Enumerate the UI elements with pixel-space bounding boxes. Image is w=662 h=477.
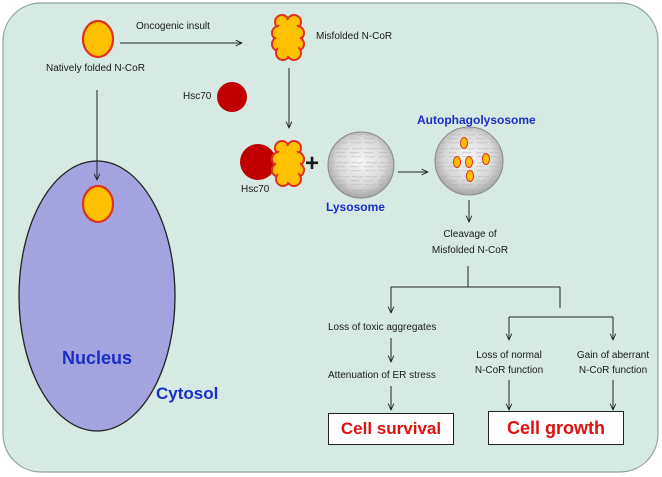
ncor-fragment — [460, 137, 468, 149]
cell-survival-label: Cell survival — [340, 419, 442, 438]
hsc70-single — [217, 82, 247, 112]
branch-tree — [391, 266, 613, 410]
misfolded-ncor-top — [271, 14, 305, 61]
autophagolysosome — [434, 126, 504, 196]
hsc70-complex — [240, 144, 276, 180]
cleavage-label-line2: Misfolded N-CoR — [431, 245, 509, 256]
misfolded-ncor-label: Misfolded N-CoR — [316, 31, 393, 42]
hsc70-complex-label: Hsc70 — [241, 184, 270, 195]
cytosol-label: Cytosol — [156, 384, 219, 403]
lysosome — [327, 131, 395, 199]
ncor-fragment — [466, 170, 474, 182]
loss-normal-label-line2: N-CoR function — [474, 365, 544, 376]
misfolded-ncor-complex — [271, 140, 305, 187]
ncor-fragment — [453, 156, 461, 168]
cell-growth-label: Cell growth — [507, 417, 605, 438]
ncor-fragment — [482, 153, 490, 165]
lysosome-label: Lysosome — [326, 200, 385, 214]
native-ncor-top — [81, 19, 115, 59]
cleavage-label-line1: Cleavage of — [443, 229, 497, 240]
cell-survival-box: Cell survival — [328, 413, 454, 445]
autophagolysosome-label: Autophagolysosome — [417, 113, 536, 127]
attenuation-label: Attenuation of ER stress — [328, 370, 436, 381]
nucleus-label: Nucleus — [62, 348, 133, 368]
loss-toxic-label: Loss of toxic aggregates — [328, 322, 437, 333]
cell-growth-box: Cell growth — [488, 411, 624, 445]
oncogenic-insult-label: Oncogenic insult — [136, 21, 210, 32]
ncor-fragment — [465, 156, 473, 168]
loss-normal-label-line1: Loss of normal — [476, 350, 542, 361]
hsc70-single-label: Hsc70 — [183, 91, 212, 102]
plus-sign: + — [305, 150, 320, 177]
gain-aberrant-label-line1: Gain of aberrant — [576, 350, 650, 361]
gain-aberrant-label-line2: N-CoR function — [578, 365, 648, 376]
native-ncor-label: Natively folded N-CoR — [46, 63, 145, 74]
native-ncor-nucleus — [81, 184, 115, 224]
